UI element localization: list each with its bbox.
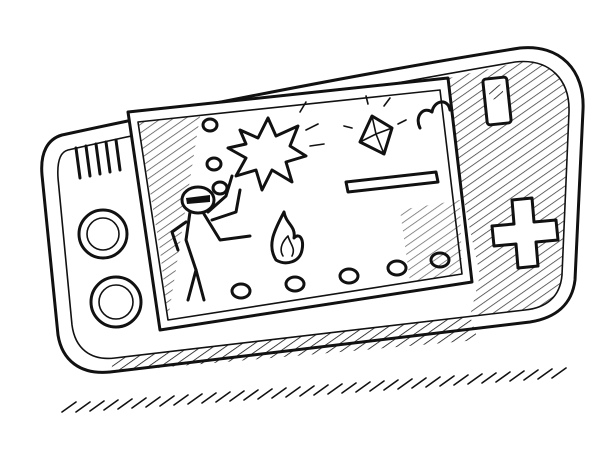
coin-icon [284, 275, 306, 293]
ground-shadow-hatching [61, 367, 567, 413]
coin-icon [230, 282, 252, 300]
battery-icon [481, 75, 513, 127]
coin-icon [386, 259, 408, 277]
ninja-character [170, 174, 252, 302]
speaker-grille-icon [74, 138, 122, 180]
cloud-icon [416, 100, 452, 130]
fire-icon [270, 210, 304, 265]
game-screen [126, 76, 474, 332]
explosion-icon [226, 101, 325, 192]
coin-icon [201, 117, 219, 133]
round-button-icon[interactable] [77, 208, 129, 260]
round-button-icon[interactable] [89, 275, 143, 329]
coin-icon [429, 251, 451, 269]
dpad-icon[interactable] [490, 196, 560, 270]
platform [344, 170, 440, 194]
coin-icon [338, 267, 360, 285]
gem-icon [343, 95, 407, 156]
coin-icon [205, 156, 223, 172]
